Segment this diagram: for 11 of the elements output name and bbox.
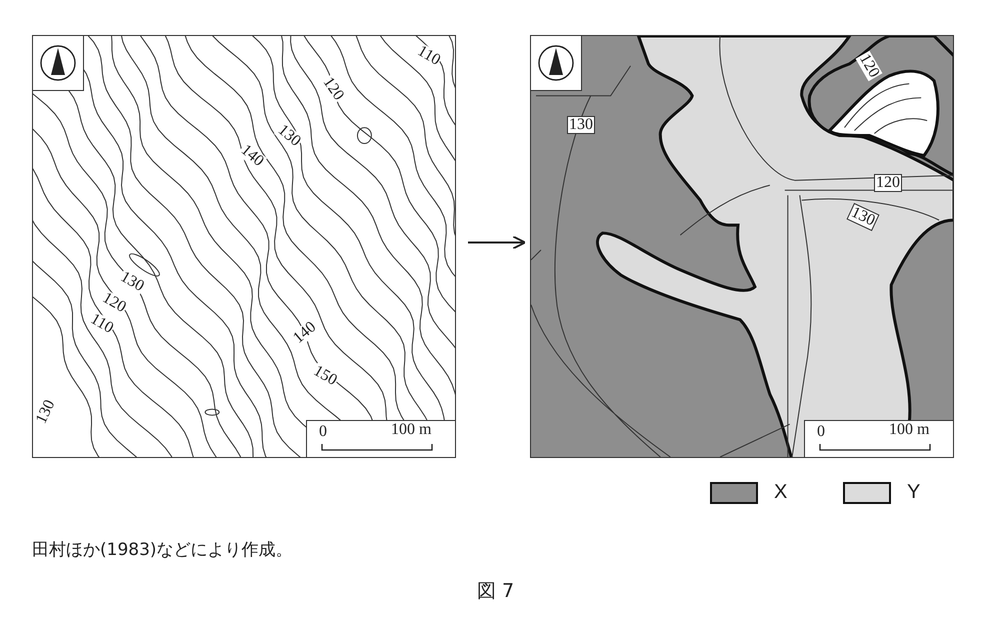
scale-label: 0 [319, 424, 327, 440]
contour-label: 130 [567, 116, 595, 134]
source-note: 田村ほか(1983)などにより作成。 [32, 539, 293, 561]
scale-label: 100 m [391, 422, 432, 438]
figure-caption: 図 7 [476, 580, 514, 602]
arrow [468, 236, 526, 250]
legend-label: Y [907, 481, 920, 504]
legend-label: X [774, 481, 788, 504]
contour-label: 120 [874, 174, 902, 192]
scale-label: 0 [817, 424, 825, 440]
scale-label: 100 m [889, 422, 930, 438]
